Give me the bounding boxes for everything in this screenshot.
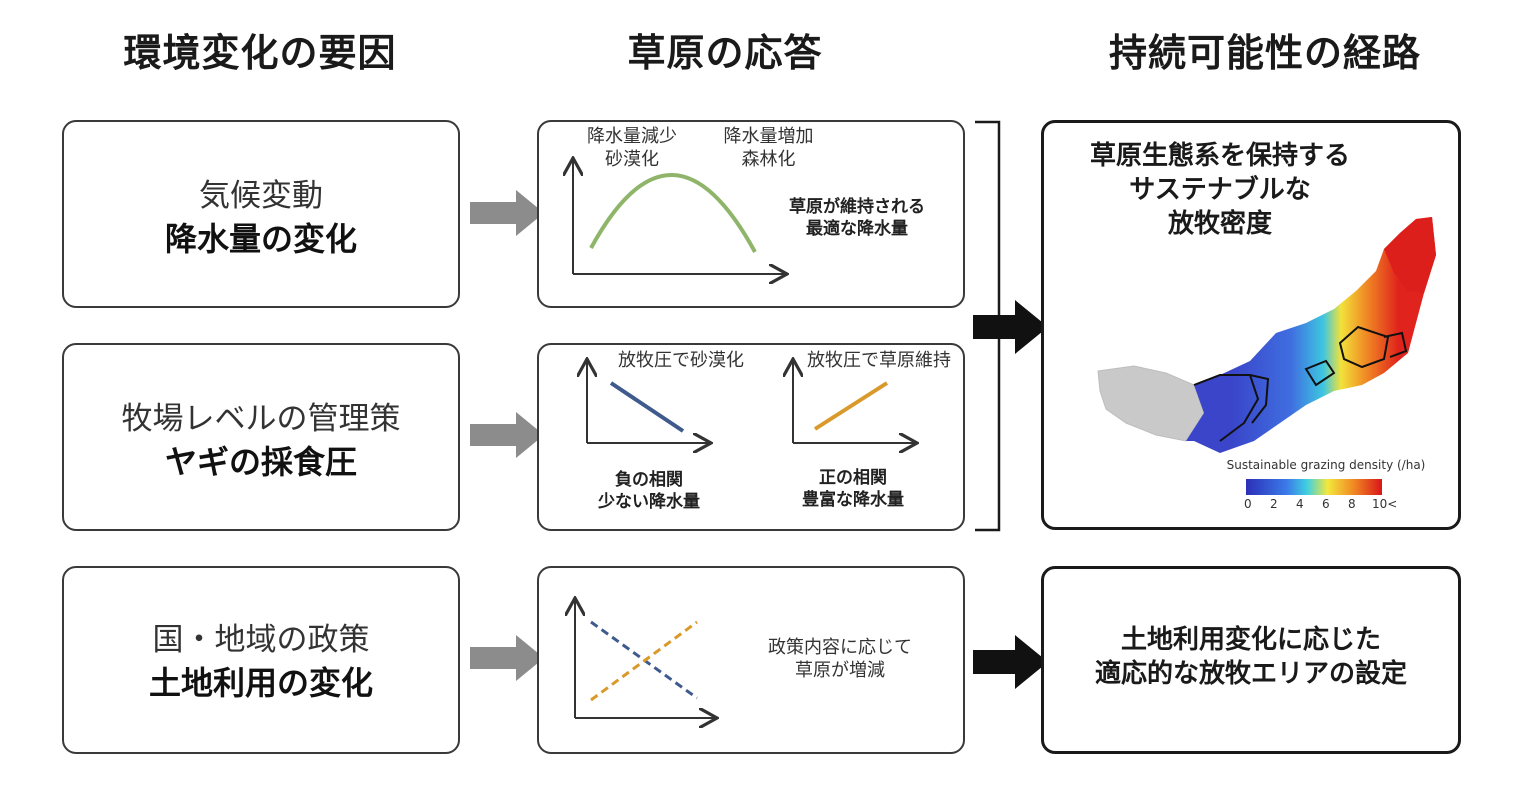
label-more-rain: 降水量増加 森林化 bbox=[723, 126, 814, 170]
chart-grazing-lines bbox=[539, 345, 967, 533]
driver-climate-line1: 気候変動 bbox=[199, 178, 323, 214]
driver-management-line1: 牧場レベルの管理策 bbox=[121, 401, 401, 437]
legend-tick: 10< bbox=[1372, 497, 1398, 511]
note-positive: 正の相関 豊富な降水量 bbox=[802, 468, 904, 510]
response-box-grazing: 放牧圧で砂漠化 放牧圧で草原維持 負の相関 少ない降水量 正の相関 豊富な降水量 bbox=[537, 343, 965, 531]
label-grazing-maintain: 放牧圧で草原維持 bbox=[807, 350, 951, 371]
gray-arrow-3 bbox=[470, 635, 544, 681]
legend-tick: 0 bbox=[1244, 497, 1252, 511]
driver-box-policy: 国・地域の政策 土地利用の変化 bbox=[62, 566, 460, 754]
black-arrow-1 bbox=[973, 300, 1048, 354]
response-box-policy: 政策内容に応じて 草原が増減 bbox=[537, 566, 965, 754]
driver-box-management: 牧場レベルの管理策 ヤギの採食圧 bbox=[62, 343, 460, 531]
driver-policy-line1: 国・地域の政策 bbox=[152, 622, 370, 658]
black-arrow-2 bbox=[973, 635, 1048, 689]
legend-ticks: 0 2 4 6 8 10< bbox=[1240, 497, 1400, 513]
note-negative: 負の相関 少ない降水量 bbox=[598, 470, 700, 512]
driver-box-climate: 気候変動 降水量の変化 bbox=[62, 120, 460, 308]
chart-hump-curve bbox=[539, 122, 967, 310]
label-less-rain: 降水量減少 砂漠化 bbox=[587, 126, 677, 170]
driver-climate-line2: 降水量の変化 bbox=[164, 220, 357, 258]
legend-tick: 8 bbox=[1348, 497, 1356, 511]
legend-tick: 4 bbox=[1296, 497, 1304, 511]
gray-arrow-2 bbox=[470, 412, 544, 458]
legend-title: Sustainable grazing density (/ha) bbox=[1226, 458, 1426, 472]
note-optimal-rain: 草原が維持される 最適な降水量 bbox=[789, 197, 925, 239]
driver-policy-line2: 土地利用の変化 bbox=[148, 664, 373, 702]
note-policy: 政策内容に応じて 草原が増減 bbox=[768, 637, 912, 681]
chart-policy-dashed bbox=[539, 568, 967, 756]
label-grazing-desert: 放牧圧で砂漠化 bbox=[618, 350, 744, 371]
gray-arrow-1 bbox=[470, 190, 544, 236]
legend-tick: 2 bbox=[1270, 497, 1278, 511]
driver-management-line2: ヤギの採食圧 bbox=[164, 443, 357, 481]
map-inner-mongolia bbox=[1097, 217, 1436, 495]
column-title-pathways: 持続可能性の経路 bbox=[1108, 31, 1421, 75]
column-title-drivers: 環境変化の要因 bbox=[123, 31, 397, 75]
legend-tick: 6 bbox=[1322, 497, 1330, 511]
response-box-precipitation: 降水量減少 砂漠化 降水量増加 森林化 草原が維持される 最適な降水量 bbox=[537, 120, 965, 308]
pathway-box-adaptive-area: 土地利用変化に応じた 適応的な放牧エリアの設定 bbox=[1041, 566, 1461, 754]
pathway1-text: 草原生態系を保持する サステナブルな 放牧密度 bbox=[1089, 141, 1350, 239]
pathway-box-grazing-density: 草原生態系を保持する サステナブルな 放牧密度 bbox=[1041, 120, 1461, 530]
pathway2-text: 土地利用変化に応じた 適応的な放牧エリアの設定 bbox=[1094, 625, 1407, 689]
column-title-response: 草原の応答 bbox=[627, 31, 823, 75]
